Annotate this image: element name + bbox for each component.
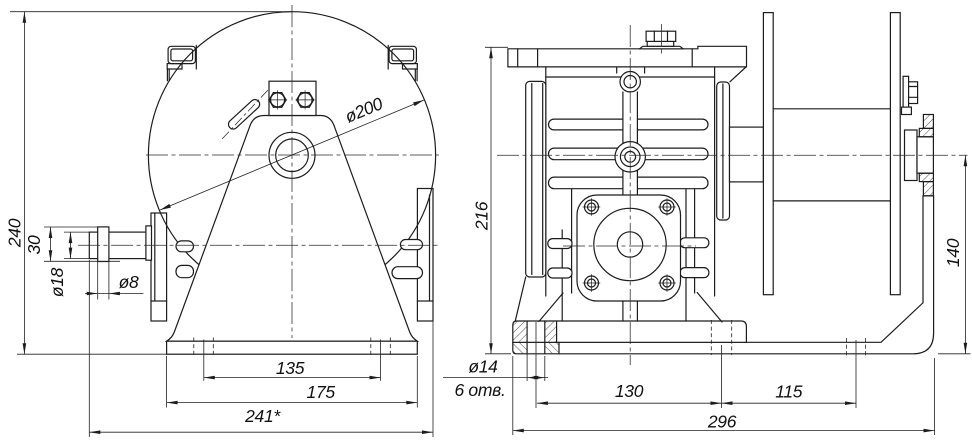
svg-text:135: 135 xyxy=(276,358,305,378)
svg-text:241*: 241* xyxy=(244,406,281,426)
svg-text:30: 30 xyxy=(24,235,44,254)
svg-text:ø18: ø18 xyxy=(47,267,67,297)
svg-text:296: 296 xyxy=(707,412,737,432)
svg-text:130: 130 xyxy=(615,381,644,401)
svg-text:ø14: ø14 xyxy=(468,357,498,377)
svg-text:140: 140 xyxy=(943,238,963,267)
svg-text:240: 240 xyxy=(5,218,25,248)
svg-text:216: 216 xyxy=(472,201,492,231)
svg-text:115: 115 xyxy=(775,382,803,402)
svg-text:175: 175 xyxy=(307,382,336,402)
svg-text:ø8: ø8 xyxy=(119,272,139,292)
svg-text:6 отв.: 6 отв. xyxy=(454,380,505,400)
